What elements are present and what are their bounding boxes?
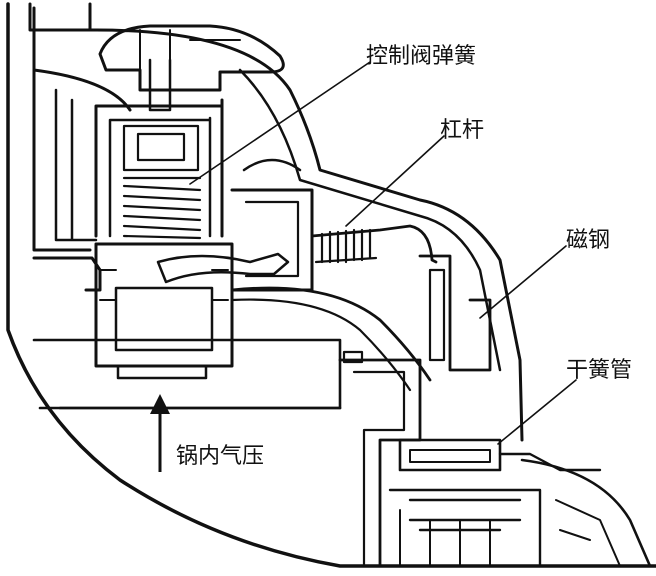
up-arrow-icon: [150, 394, 170, 472]
leader-reed-switch: [497, 379, 577, 445]
right-bottom-detail: [555, 499, 621, 567]
lever-chamber-inner: [244, 200, 300, 278]
lever-chamber-top: [242, 158, 302, 172]
label-pot-pressure: 锅内气压: [176, 444, 265, 469]
housing-inner-wall: [32, 6, 132, 252]
reed-switch-body: [398, 438, 502, 472]
valve-body-upper: [94, 98, 224, 238]
lever-spring-coil: [314, 228, 378, 264]
lower-cluster-parts: [399, 509, 491, 567]
leader-lever: [345, 135, 445, 227]
leader-magnet: [479, 245, 567, 319]
valve-body-inner-upper: [108, 116, 212, 238]
outer-housing: [6, 2, 656, 568]
lever-chamber: [230, 188, 314, 292]
lower-cluster: [388, 488, 542, 568]
lever-arm: [156, 252, 290, 284]
top-knob: [98, 24, 285, 92]
left-inner-ledge: [32, 256, 102, 292]
right-bottom-arc: [520, 458, 652, 568]
right-lower-frame: [338, 358, 422, 568]
top-left-cap: [28, 2, 92, 32]
valve-body-lower-inner: [114, 286, 214, 352]
leader-control-valve-spring: [189, 61, 371, 185]
top-cover-arc: [94, 28, 524, 442]
lever-rod: [310, 224, 438, 264]
reed-switch-leads: [498, 452, 602, 472]
valve-cap-detail: [122, 124, 200, 172]
valve-side-ribs: [99, 269, 229, 301]
valve-stem: [148, 58, 172, 112]
lower-sweep: [230, 286, 432, 382]
magnet-block: [428, 268, 446, 362]
left-inner-channel: [54, 88, 98, 242]
reed-switch-inner: [409, 449, 491, 463]
valve-body-lower: [94, 242, 234, 368]
right-lower-frame-inner: [352, 370, 406, 568]
control-valve-spring: [122, 176, 202, 240]
label-lever: 杠杆: [440, 118, 485, 143]
small-tab: [342, 350, 364, 364]
top-cover-arc-inner: [238, 68, 502, 372]
label-reed-switch: 干簧管: [566, 358, 633, 383]
valve-base-flange: [116, 364, 208, 380]
label-control-valve-spring: 控制阀弹簧: [366, 44, 477, 69]
lower-sweep-inner: [230, 298, 412, 392]
label-magnet: 磁钢: [566, 228, 611, 253]
magnet-housing: [418, 254, 492, 372]
